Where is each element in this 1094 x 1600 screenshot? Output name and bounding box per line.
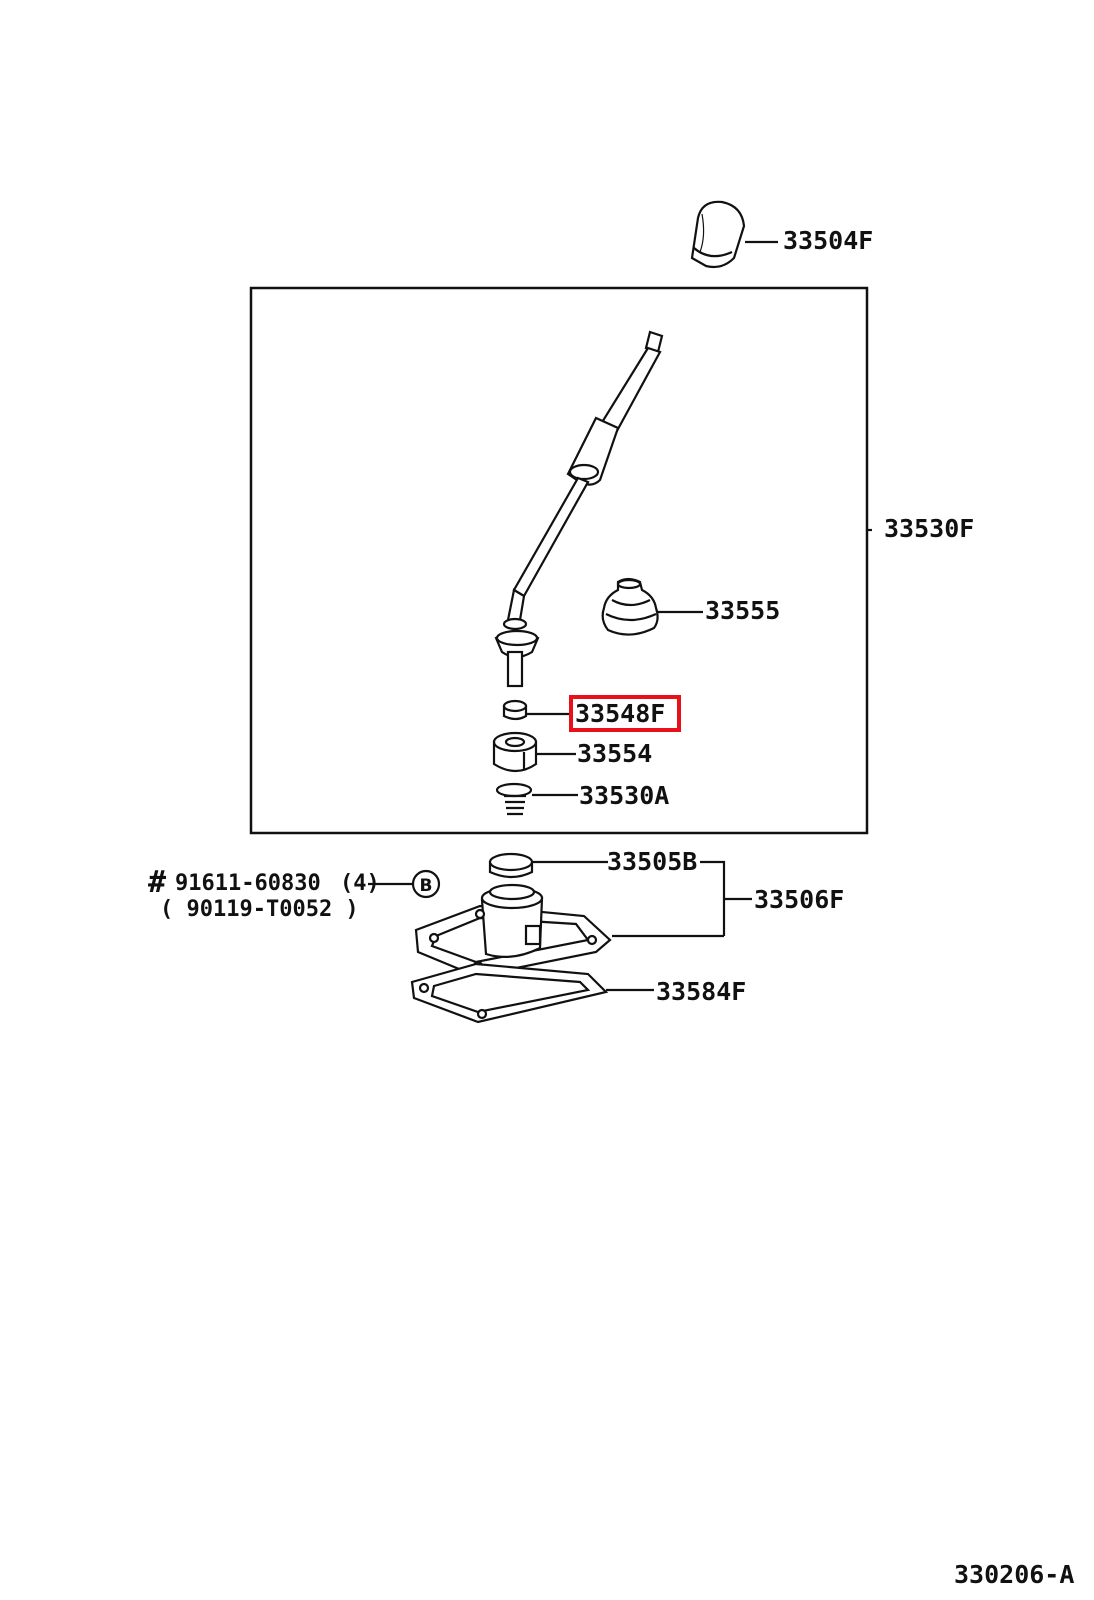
- cap-part: [488, 852, 608, 879]
- spring-part: [495, 782, 578, 816]
- diagram-code: 330206-A: [954, 1560, 1075, 1589]
- boot-part: [601, 577, 703, 636]
- highlight-box: [569, 695, 681, 732]
- bolt-callout: [368, 869, 441, 899]
- assembly-frame: [249, 286, 869, 835]
- knob-part: [690, 200, 778, 269]
- bush-part: [502, 699, 571, 721]
- label-bolt-alt[interactable]: ( 90119-T0052 ): [160, 897, 359, 922]
- seat-part: [492, 731, 576, 773]
- bolt-quantity: (4): [340, 871, 380, 896]
- label-retainer-assembly[interactable]: 33506F: [754, 885, 845, 914]
- callout-letter: B: [420, 876, 433, 896]
- shift-lever-part: [494, 330, 872, 688]
- label-highlighted-part[interactable]: 33548F: [575, 699, 666, 728]
- label-boot[interactable]: 33555: [705, 596, 781, 625]
- gasket-part: [410, 962, 654, 1024]
- retainer-part: [414, 860, 752, 978]
- label-knob[interactable]: 33504F: [783, 226, 874, 255]
- label-spring[interactable]: 33530A: [579, 781, 670, 810]
- label-lever-assembly[interactable]: 33530F: [884, 514, 975, 543]
- label-gasket[interactable]: 33584F: [656, 977, 747, 1006]
- bolt-hash-symbol: #: [148, 865, 167, 900]
- label-cap[interactable]: 33505B: [607, 847, 698, 876]
- label-seat[interactable]: 33554: [577, 739, 653, 768]
- label-bolt[interactable]: 91611-60830: [175, 871, 321, 896]
